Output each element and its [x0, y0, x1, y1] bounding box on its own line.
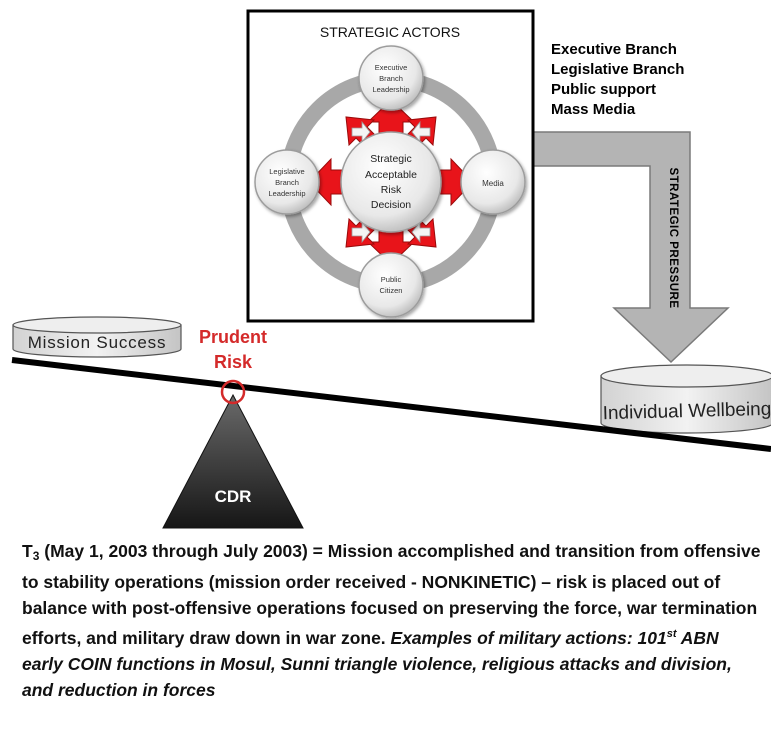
executive-line-1: Executive — [375, 63, 408, 72]
cdr-label: CDR — [215, 487, 252, 506]
actor-list-item-public: Public support — [551, 81, 656, 98]
actors-list: Executive Branch Legislative Branch Publ… — [551, 40, 751, 120]
executive-node: Executive Branch Leadership — [358, 45, 424, 111]
executive-line-2: Branch — [379, 74, 403, 83]
caption-examples-text: Examples of military actions: 101st ABN … — [22, 628, 732, 700]
individual-wellbeing-weight: Individual Wellbeing — [600, 364, 771, 434]
executive-line-3: Leadership — [372, 85, 409, 94]
legislative-node: Legislative Branch Leadership — [254, 149, 320, 215]
pivot-circle — [220, 379, 246, 405]
legislative-line-3: Leadership — [268, 189, 305, 198]
center-line-4: Decision — [371, 199, 411, 211]
strategic-pressure-arrow: STRATEGIC PRESSURE — [499, 131, 730, 364]
caption-examples-start: Examples of military actions: 101 — [390, 628, 667, 648]
caption-examples-superscript: st — [666, 628, 677, 640]
media-node: Media — [460, 149, 526, 215]
actor-list-item-executive: Executive Branch — [551, 41, 677, 58]
individual-wellbeing-label: Individual Wellbeing — [602, 399, 771, 424]
mission-success-label: Mission Success — [28, 333, 167, 352]
caption-main-text: (May 1, 2003 through July 2003) = Missio… — [22, 541, 761, 648]
white-arrows — [351, 120, 431, 244]
center-line-3: Risk — [381, 184, 402, 196]
public-line-1: Public — [381, 275, 402, 284]
strategic-actors-box: STRATEGIC ACTORS — [246, 9, 535, 323]
actor-list-item-media: Mass Media — [551, 101, 636, 118]
legislative-line-1: Legislative — [269, 167, 304, 176]
legislative-line-2: Branch — [275, 178, 299, 187]
strategic-actors-title: STRATEGIC ACTORS — [320, 24, 460, 40]
prudent-label: Prudent — [199, 327, 267, 347]
center-decision-node: Strategic Acceptable Risk Decision — [340, 131, 442, 233]
cdr-fulcrum: CDR — [162, 393, 304, 529]
caption-paragraph: T3 (May 1, 2003 through July 2003) = Mis… — [22, 538, 762, 703]
caption-examples-end: ABN early COIN functions in Mosul, Sunni… — [22, 628, 732, 700]
mission-success-weight: Mission Success — [12, 316, 182, 358]
risk-label: Risk — [214, 352, 253, 372]
prudent-risk-marker: Prudent Risk — [199, 327, 267, 405]
caption-t-prefix: T — [22, 541, 33, 561]
center-line-2: Acceptable — [365, 169, 417, 181]
media-line-1: Media — [482, 179, 504, 188]
balance-beam — [11, 357, 771, 452]
center-line-1: Strategic — [370, 153, 411, 165]
public-node: Public Citizen — [358, 252, 424, 318]
caption-t-subscript: 3 — [32, 549, 40, 563]
public-line-2: Citizen — [380, 286, 403, 295]
strategic-pressure-label: STRATEGIC PRESSURE — [667, 167, 679, 308]
actor-list-item-legislative: Legislative Branch — [551, 61, 685, 78]
